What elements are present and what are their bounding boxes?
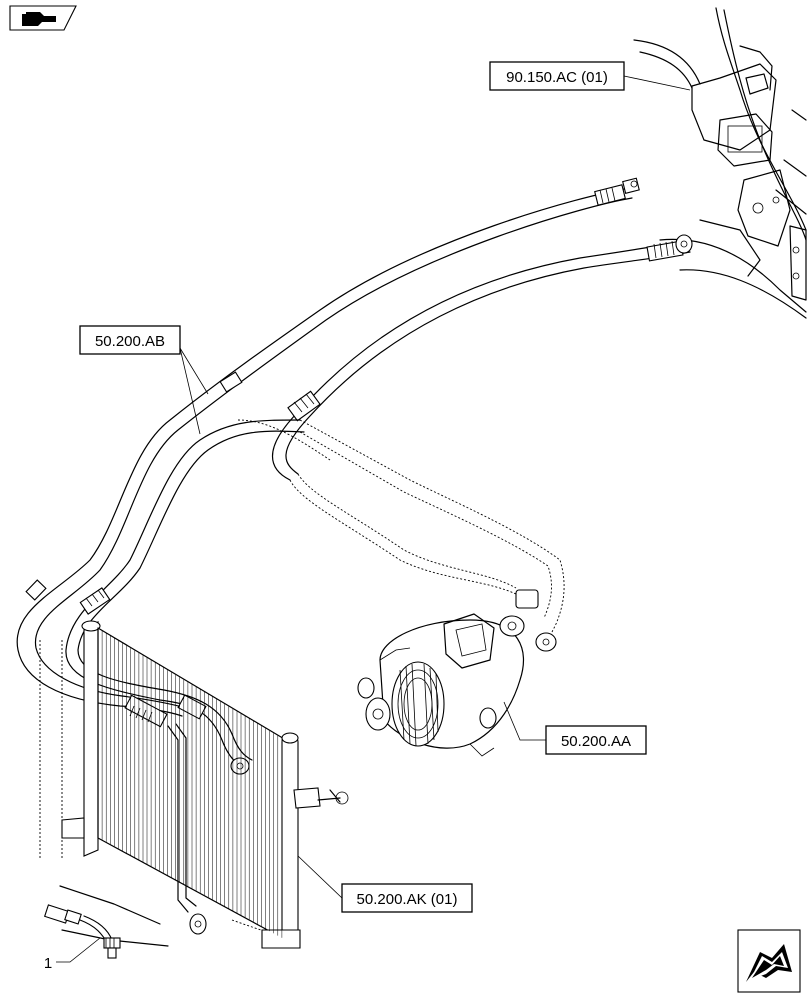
hose-liquid (65, 419, 305, 775)
callout-90-150-ac-label: 90.150.AC (01) (506, 69, 608, 86)
callout-50-200-aa-label: 50.200.AA (561, 733, 631, 750)
book-hand-icon[interactable] (9, 5, 77, 31)
condenser-fins (101, 630, 283, 938)
callout-50-200-ak[interactable]: 50.200.AK (01) (341, 883, 473, 913)
compressor (357, 589, 557, 757)
item-number-label: 1 (44, 955, 52, 972)
hidden-hoses (39, 419, 565, 941)
condenser (61, 620, 349, 949)
cab-structure (633, 7, 807, 319)
callout-50-200-ak-label: 50.200.AK (01) (357, 891, 458, 908)
leader-lines (56, 75, 691, 963)
callout-50-200-aa[interactable]: 50.200.AA (545, 725, 647, 755)
hose-discharge (272, 234, 693, 481)
callout-50-200-ab-label: 50.200.AB (95, 333, 165, 350)
arrow-next-page-icon[interactable] (737, 929, 801, 993)
pressure-switch (43, 885, 169, 959)
callout-90-150-ac[interactable]: 90.150.AC (01) (489, 61, 625, 91)
callout-50-200-ab[interactable]: 50.200.AB (79, 325, 181, 355)
